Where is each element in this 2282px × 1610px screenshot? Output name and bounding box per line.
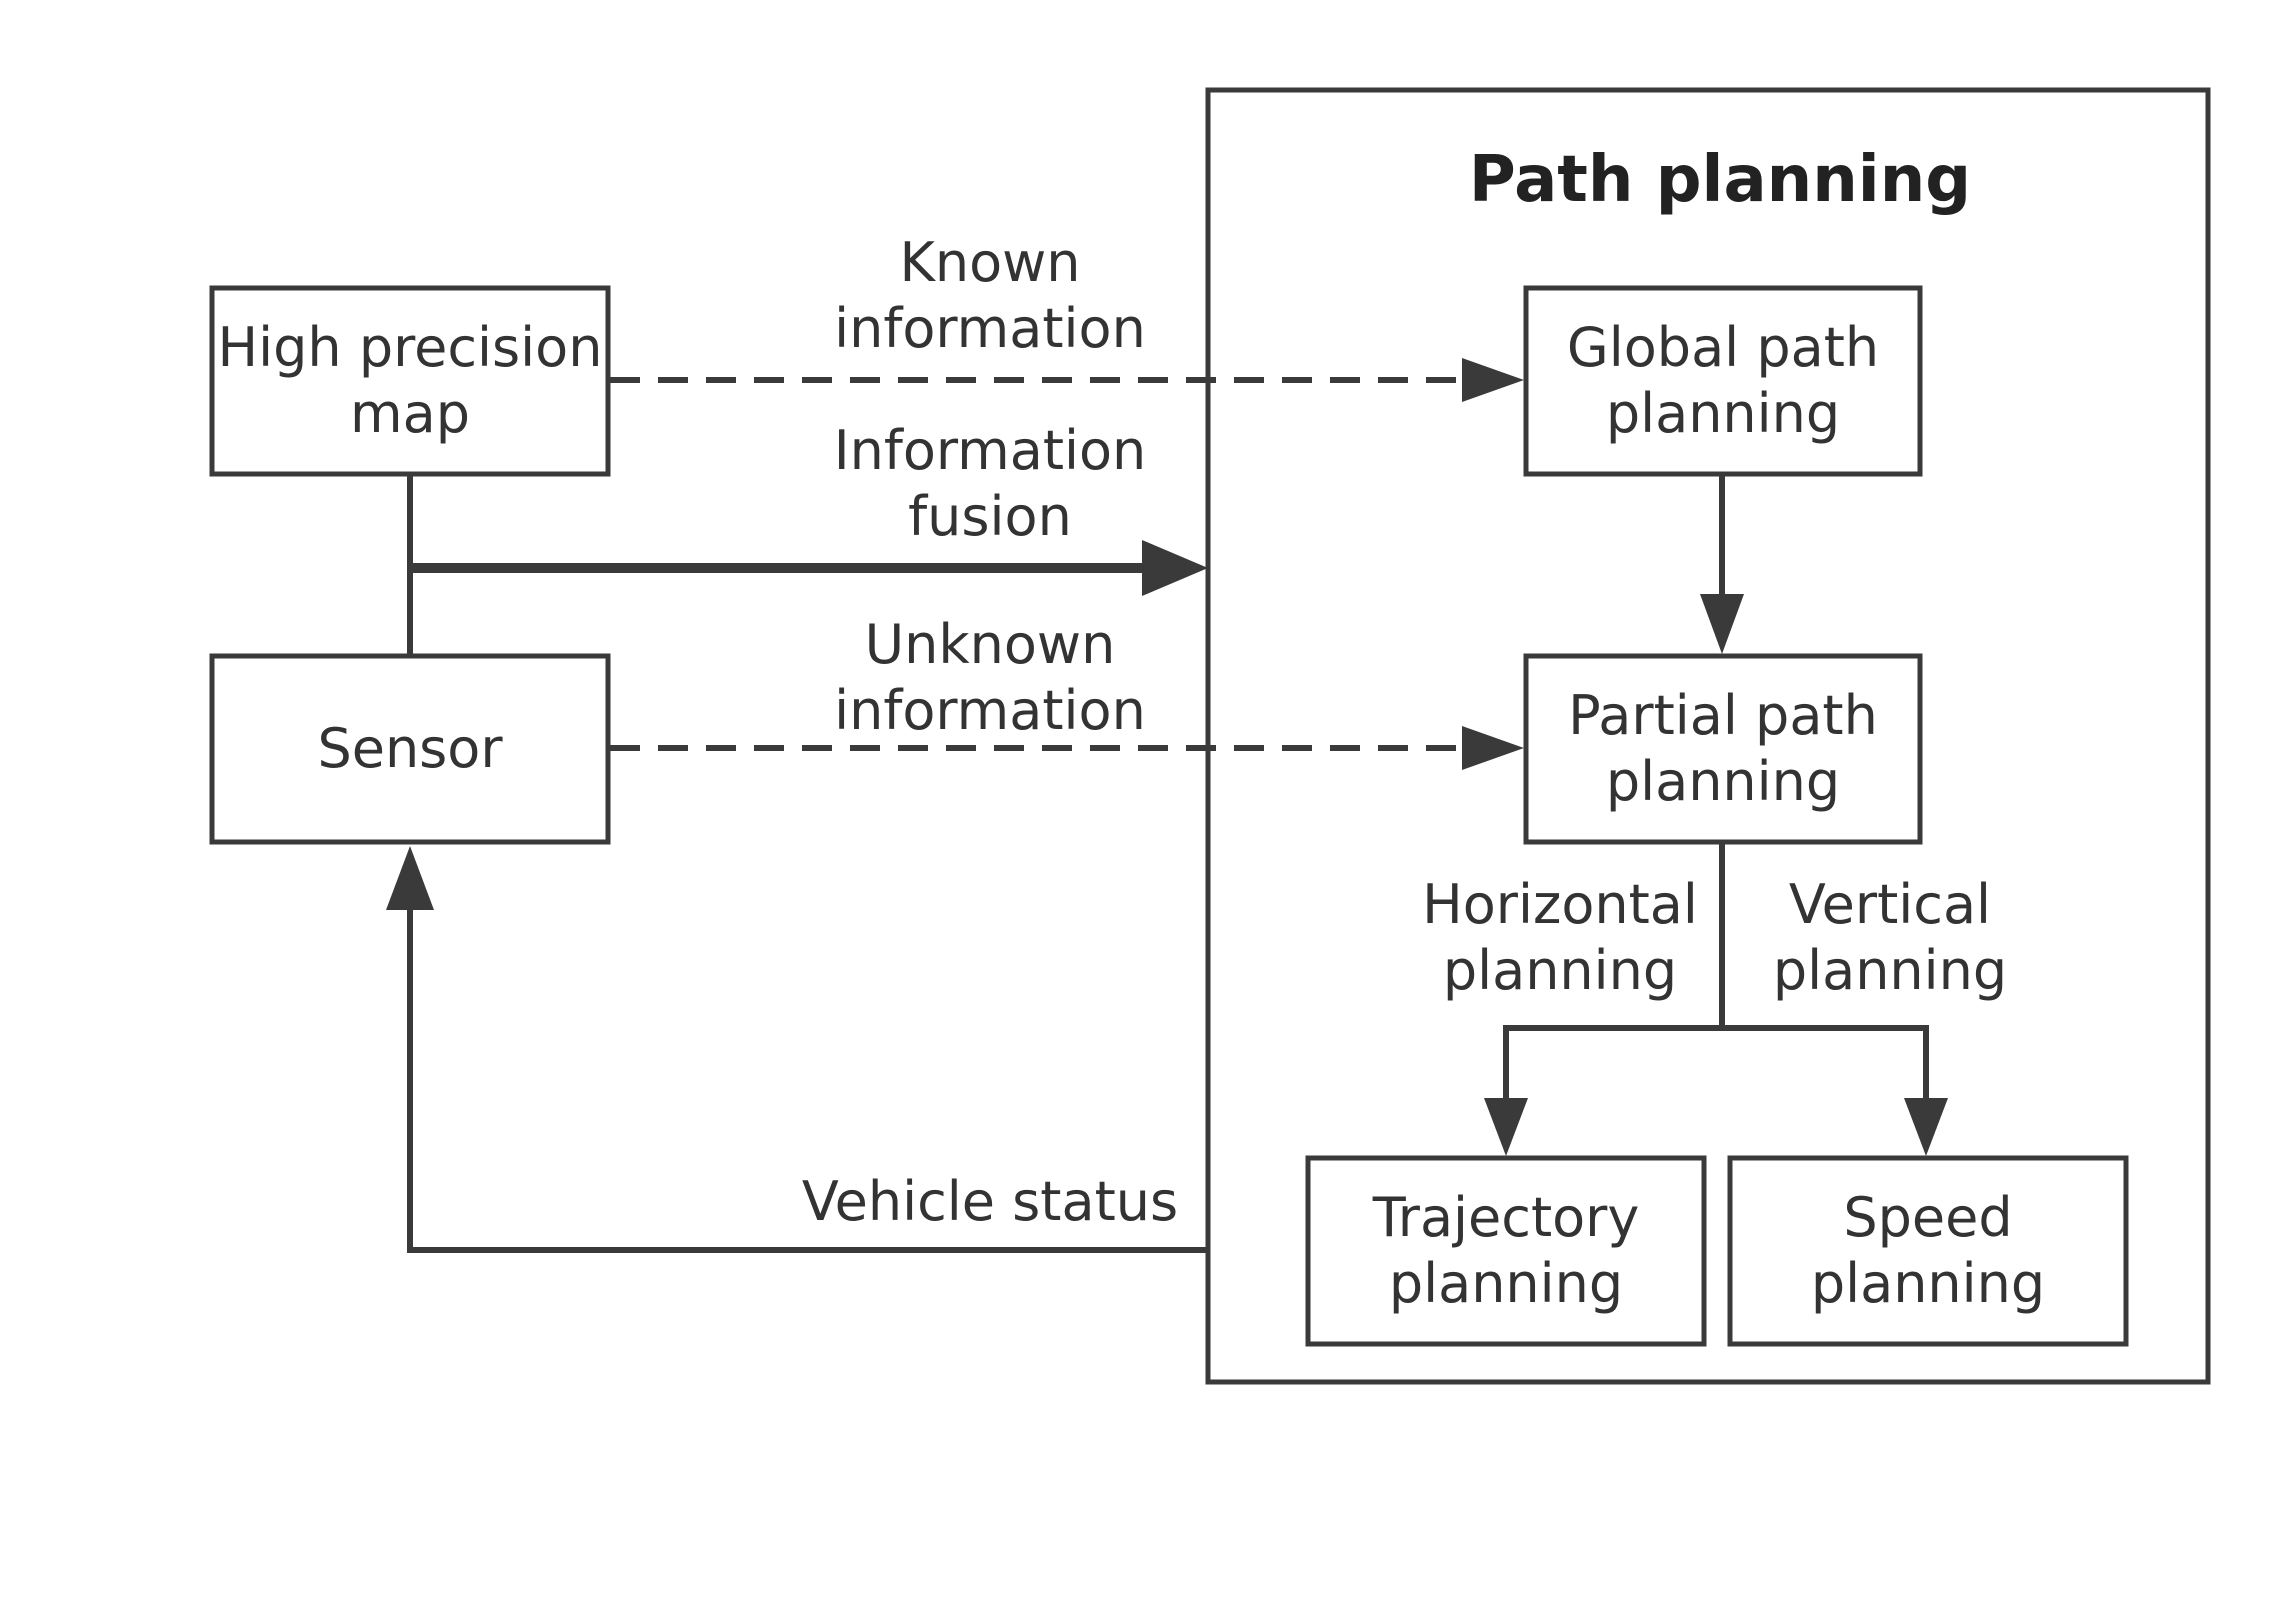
unknown-information-arrowhead (1462, 726, 1524, 770)
trajectory-planning-box (1305, 1155, 1707, 1347)
horizontal-planning-label: Horizontal planning (1422, 873, 1698, 1002)
trajectory-arrowhead (1484, 1098, 1528, 1156)
high-precision-map-label: High precision map (217, 316, 603, 445)
unknown-information-label: Unknown information (834, 613, 1146, 742)
speed-arrowhead (1904, 1098, 1948, 1156)
speed-planning-box (1727, 1155, 2129, 1347)
speed-planning-label: Speed planning (1810, 1186, 2046, 1315)
known-information-arrowhead (1462, 358, 1524, 402)
partial-split-branch (1503, 1025, 1929, 1104)
information-fusion-label: Information fusion (833, 419, 1147, 548)
information-fusion-arrowhead (1142, 540, 1208, 596)
partial-path-planning-label: Partial path planning (1568, 684, 1878, 813)
vehicle-status-label: Vehicle status (801, 1170, 1179, 1233)
vehicle-status-arrow (407, 902, 1208, 1253)
path-planning-title: Path planning (1468, 143, 1972, 217)
vehicle-status-arrowhead (386, 846, 434, 910)
trajectory-planning-label: Trajectory planning (1372, 1186, 1640, 1315)
global-to-partial-arrowhead (1700, 594, 1744, 654)
sensor-label: Sensor (317, 717, 503, 780)
vertical-planning-label: Vertical planning (1772, 873, 2008, 1002)
global-path-planning-box (1523, 285, 1923, 477)
known-information-label: Known information (834, 231, 1146, 360)
global-path-planning-label: Global path planning (1566, 316, 1880, 445)
high-precision-map-box (209, 285, 611, 477)
